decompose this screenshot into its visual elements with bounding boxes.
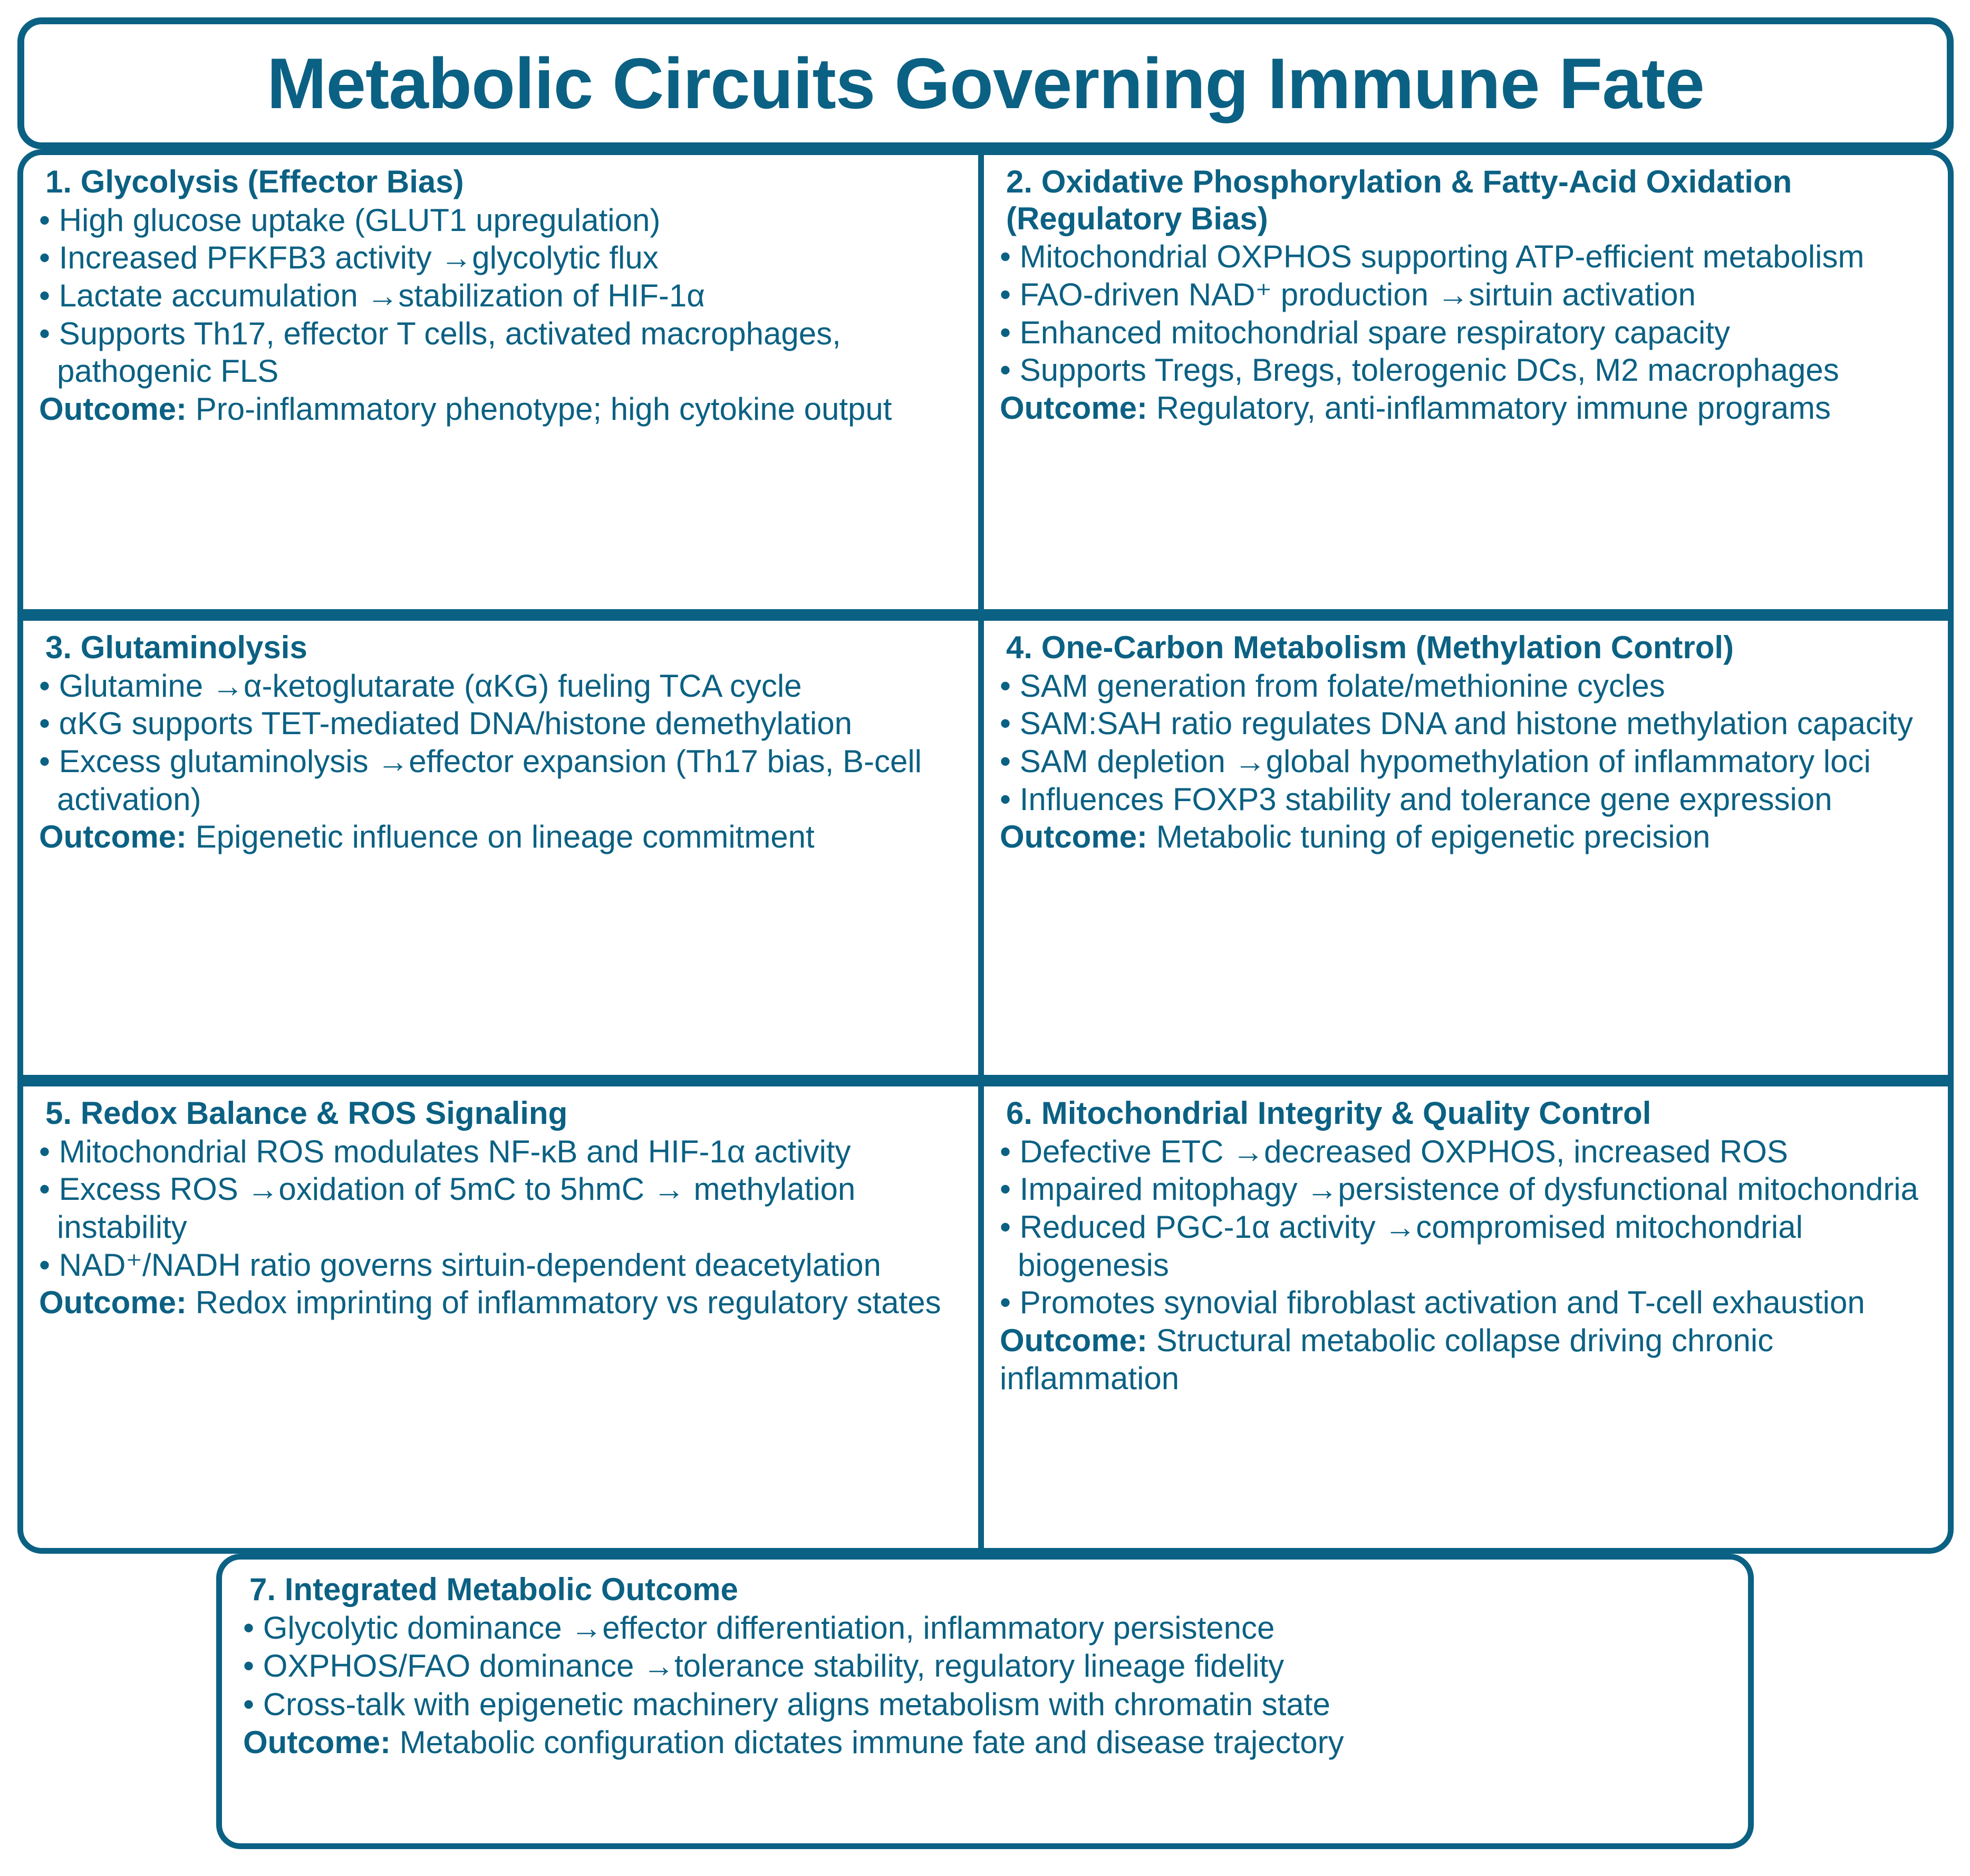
bullet-list: Mitochondrial OXPHOS supporting ATP-effi… <box>1000 238 1934 389</box>
list-item: NAD⁺/NADH ratio governs sirtuin-dependen… <box>39 1246 964 1284</box>
panel-outcome: Outcome: Metabolic configuration dictate… <box>243 1724 1730 1762</box>
panel-outcome: Outcome: Pro-inflammatory phenotype; hig… <box>39 390 964 428</box>
list-item: Supports Tregs, Bregs, tolerogenic DCs, … <box>1000 351 1934 389</box>
list-item: Promotes synovial fibroblast activation … <box>1000 1284 1934 1322</box>
outcome-label: Outcome: <box>39 1285 187 1321</box>
panel-oxphos-fao: 2. Oxidative Phosphorylation & Fatty-Aci… <box>978 149 1954 615</box>
panel-title: 7. Integrated Metabolic Outcome <box>249 1572 738 1607</box>
outcome-label: Outcome: <box>39 391 187 427</box>
page-title: Metabolic Circuits Governing Immune Fate <box>267 43 1705 123</box>
list-item: SAM:SAH ratio regulates DNA and histone … <box>1000 705 1934 743</box>
panel-redox-balance: 5. Redox Balance & ROS Signaling Mitocho… <box>17 1081 984 1554</box>
bullet-list: Mitochondrial ROS modulates NF-κB and HI… <box>39 1133 964 1284</box>
list-item: Glutamine →α-ketoglutarate (αKG) fueling… <box>39 667 964 705</box>
list-item: Lactate accumulation →stabilization of H… <box>39 277 964 315</box>
panel-glutaminolysis: 3. Glutaminolysis Glutamine →α-ketogluta… <box>17 615 984 1081</box>
outcome-text: Metabolic tuning of epigenetic precision <box>1156 819 1711 855</box>
outcome-text: Structural metabolic collapse driving ch… <box>1000 1323 1774 1396</box>
bullet-list: SAM generation from folate/methionine cy… <box>1000 667 1934 819</box>
outcome-label: Outcome: <box>1000 1323 1148 1359</box>
list-item: Reduced PGC-1α activity →compromised mit… <box>1000 1208 1934 1284</box>
panel-outcome: Outcome: Epigenetic influence on lineage… <box>39 818 964 856</box>
list-item: Excess glutaminolysis →effector expansio… <box>39 743 964 818</box>
outcome-label: Outcome: <box>1000 819 1148 855</box>
panel-title: 5. Redox Balance & ROS Signaling <box>45 1095 568 1131</box>
list-item: Influences FOXP3 stability and tolerance… <box>1000 781 1934 819</box>
outcome-text: Redox imprinting of inflammatory vs regu… <box>195 1285 941 1321</box>
panel-title: 6. Mitochondrial Integrity & Quality Con… <box>1006 1095 1652 1131</box>
panel-title: 1. Glycolysis (Effector Bias) <box>45 164 464 199</box>
outcome-text: Regulatory, anti-inflammatory immune pro… <box>1156 390 1831 426</box>
list-item: Cross-talk with epigenetic machinery ali… <box>243 1686 1730 1724</box>
panel-outcome: Outcome: Structural metabolic collapse d… <box>1000 1322 1934 1397</box>
bullet-list: Defective ETC →decreased OXPHOS, increas… <box>1000 1133 1934 1322</box>
panel-integrated-outcome: 7. Integrated Metabolic Outcome Glycolyt… <box>216 1554 1754 1849</box>
list-item: Increased PFKFB3 activity →glycolytic fl… <box>39 239 964 277</box>
list-item: Excess ROS →oxidation of 5mC to 5hmC → m… <box>39 1170 964 1246</box>
list-item: αKG supports TET-mediated DNA/histone de… <box>39 705 964 743</box>
list-item: SAM depletion →global hypomethylation of… <box>1000 743 1934 781</box>
panel-outcome: Outcome: Metabolic tuning of epigenetic … <box>1000 818 1934 856</box>
list-item: Enhanced mitochondrial spare respiratory… <box>1000 314 1934 352</box>
list-item: Supports Th17, effector T cells, activat… <box>39 315 964 390</box>
bullet-list: Glycolytic dominance →effector different… <box>243 1609 1730 1724</box>
outcome-text: Pro-inflammatory phenotype; high cytokin… <box>195 391 892 427</box>
outcome-label: Outcome: <box>243 1725 391 1760</box>
list-item: Mitochondrial ROS modulates NF-κB and HI… <box>39 1133 964 1171</box>
list-item: OXPHOS/FAO dominance →tolerance stabilit… <box>243 1647 1730 1686</box>
panel-title: 4. One-Carbon Metabolism (Methylation Co… <box>1006 630 1734 665</box>
panel-outcome: Outcome: Redox imprinting of inflammator… <box>39 1284 964 1322</box>
outcome-text: Epigenetic influence on lineage commitme… <box>195 819 815 855</box>
panel-title: 2. Oxidative Phosphorylation & Fatty-Aci… <box>1006 164 1792 236</box>
list-item: High glucose uptake (GLUT1 upregulation) <box>39 201 964 239</box>
panel-title: 3. Glutaminolysis <box>45 630 307 665</box>
panel-glycolysis: 1. Glycolysis (Effector Bias) High gluco… <box>17 149 984 615</box>
list-item: SAM generation from folate/methionine cy… <box>1000 667 1934 705</box>
outcome-text: Metabolic configuration dictates immune … <box>399 1725 1344 1760</box>
list-item: Mitochondrial OXPHOS supporting ATP-effi… <box>1000 238 1934 276</box>
diagram-title-box: Metabolic Circuits Governing Immune Fate <box>17 17 1954 149</box>
bullet-list: High glucose uptake (GLUT1 upregulation)… <box>39 201 964 390</box>
list-item: Defective ETC →decreased OXPHOS, increas… <box>1000 1133 1934 1171</box>
outcome-label: Outcome: <box>1000 390 1148 426</box>
bullet-list: Glutamine →α-ketoglutarate (αKG) fueling… <box>39 667 964 819</box>
panel-mitochondrial-integrity: 6. Mitochondrial Integrity & Quality Con… <box>978 1081 1954 1554</box>
list-item: FAO-driven NAD⁺ production →sirtuin acti… <box>1000 276 1934 314</box>
outcome-label: Outcome: <box>39 819 187 855</box>
list-item: Impaired mitophagy →persistence of dysfu… <box>1000 1170 1934 1208</box>
panel-one-carbon-metabolism: 4. One-Carbon Metabolism (Methylation Co… <box>978 615 1954 1081</box>
panel-outcome: Outcome: Regulatory, anti-inflammatory i… <box>1000 389 1934 427</box>
list-item: Glycolytic dominance →effector different… <box>243 1609 1730 1648</box>
